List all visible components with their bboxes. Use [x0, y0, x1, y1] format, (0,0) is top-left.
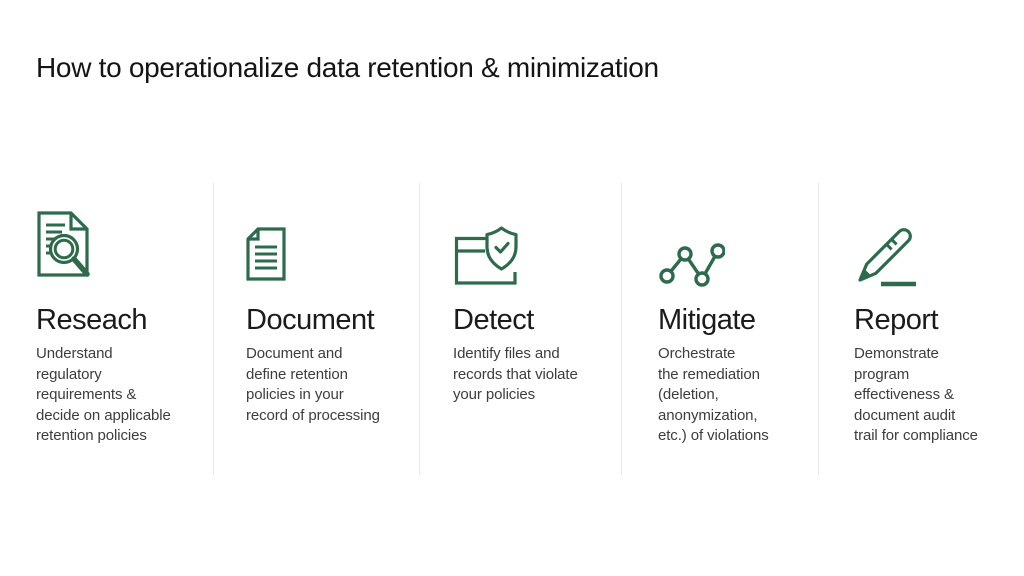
step-column-document: Document Document and define retention p… — [213, 183, 419, 475]
step-column-report: Report Demonstrate program effectiveness… — [818, 183, 1024, 475]
page-title: How to operationalize data retention & m… — [36, 52, 659, 83]
step-description: Document and define retention policies i… — [246, 345, 380, 424]
activity-graph-icon — [659, 242, 725, 288]
step-heading: Reseach — [36, 304, 147, 336]
step-description: Orchestrate the remediation (deletion, a… — [658, 345, 769, 444]
file-shield-check-icon — [454, 226, 518, 286]
step-description: Identify files and records that violate … — [453, 345, 578, 403]
steps-row: Reseach Understand regulatory requiremen… — [0, 183, 1024, 475]
step-column-research: Reseach Understand regulatory requiremen… — [0, 183, 213, 475]
step-column-detect: Detect Identify files and records that v… — [419, 183, 621, 475]
step-heading: Detect — [453, 304, 534, 336]
step-heading: Document — [246, 304, 375, 336]
pencil-report-icon — [854, 218, 924, 290]
step-heading: Report — [854, 304, 939, 336]
step-description: Demonstrate program effectiveness & docu… — [854, 345, 978, 444]
step-column-mitigate: Mitigate Orchestrate the remediation (de… — [621, 183, 818, 475]
document-search-icon — [35, 211, 93, 284]
step-description: Understand regulatory requirements & dec… — [36, 345, 171, 444]
document-lines-icon — [246, 227, 286, 281]
step-heading: Mitigate — [658, 304, 756, 336]
